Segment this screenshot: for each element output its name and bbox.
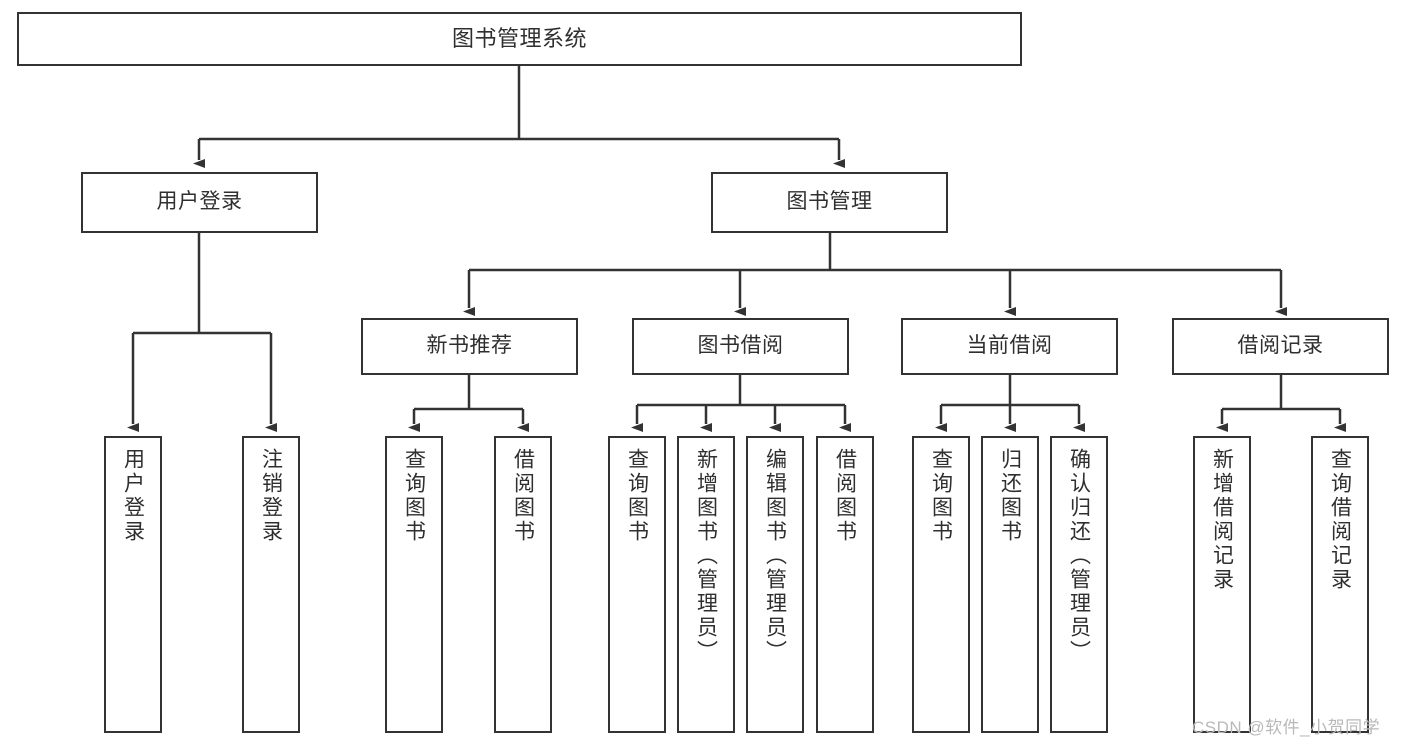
node-borrow-record[interactable]: 借阅记录: [1172, 318, 1389, 375]
leaf-add-borrow-record[interactable]: 新增借阅记录: [1193, 436, 1251, 733]
node-current-borrow[interactable]: 当前借阅: [901, 318, 1118, 375]
node-book-management[interactable]: 图书管理: [711, 172, 948, 233]
leaf-edit-book-admin[interactable]: 编辑图书（管理员）: [746, 436, 804, 733]
node-label: 编辑图书（管理员）: [763, 448, 787, 664]
node-label: 查询图书: [402, 448, 426, 544]
node-label: 用户登录: [121, 448, 145, 544]
leaf-query-borrow-record[interactable]: 查询借阅记录: [1311, 436, 1369, 733]
leaf-borrow-book[interactable]: 借阅图书: [816, 436, 874, 733]
node-label: 当前借阅: [966, 334, 1053, 358]
leaf-borrow-book-new[interactable]: 借阅图书: [494, 436, 552, 733]
leaf-query-book-current[interactable]: 查询图书: [912, 436, 970, 733]
node-label: 图书借阅: [697, 334, 784, 358]
node-label: 注销登录: [259, 448, 283, 544]
node-label: 查询借阅记录: [1328, 448, 1352, 592]
leaf-user-login[interactable]: 用户登录: [104, 436, 162, 733]
node-label: 新增图书（管理员）: [694, 448, 718, 664]
node-label: 用户登录: [156, 190, 243, 214]
node-label: 图书管理: [786, 190, 873, 214]
node-label: 查询图书: [625, 448, 649, 544]
leaf-query-book-new[interactable]: 查询图书: [385, 436, 443, 733]
node-label: 图书管理系统: [451, 26, 587, 52]
node-new-book-recommend[interactable]: 新书推荐: [361, 318, 578, 375]
node-label: 确认归还（管理员）: [1067, 448, 1091, 664]
leaf-confirm-return-admin[interactable]: 确认归还（管理员）: [1050, 436, 1108, 733]
node-user-login[interactable]: 用户登录: [81, 172, 318, 233]
csdn-watermark: CSDN @软件_小贺同学: [1192, 718, 1381, 737]
leaf-return-book[interactable]: 归还图书: [981, 436, 1039, 733]
node-book-borrow[interactable]: 图书借阅: [632, 318, 849, 375]
leaf-add-book-admin[interactable]: 新增图书（管理员）: [677, 436, 735, 733]
leaf-query-book[interactable]: 查询图书: [608, 436, 666, 733]
node-label: 归还图书: [998, 448, 1022, 544]
node-label: 新增借阅记录: [1210, 448, 1234, 592]
node-label: 查询图书: [929, 448, 953, 544]
node-root-system[interactable]: 图书管理系统: [17, 12, 1022, 66]
node-label: 借阅记录: [1237, 334, 1324, 358]
node-label: 借阅图书: [511, 448, 535, 544]
node-label: 借阅图书: [833, 448, 857, 544]
node-label: 新书推荐: [426, 334, 513, 358]
leaf-logout-login[interactable]: 注销登录: [242, 436, 300, 733]
